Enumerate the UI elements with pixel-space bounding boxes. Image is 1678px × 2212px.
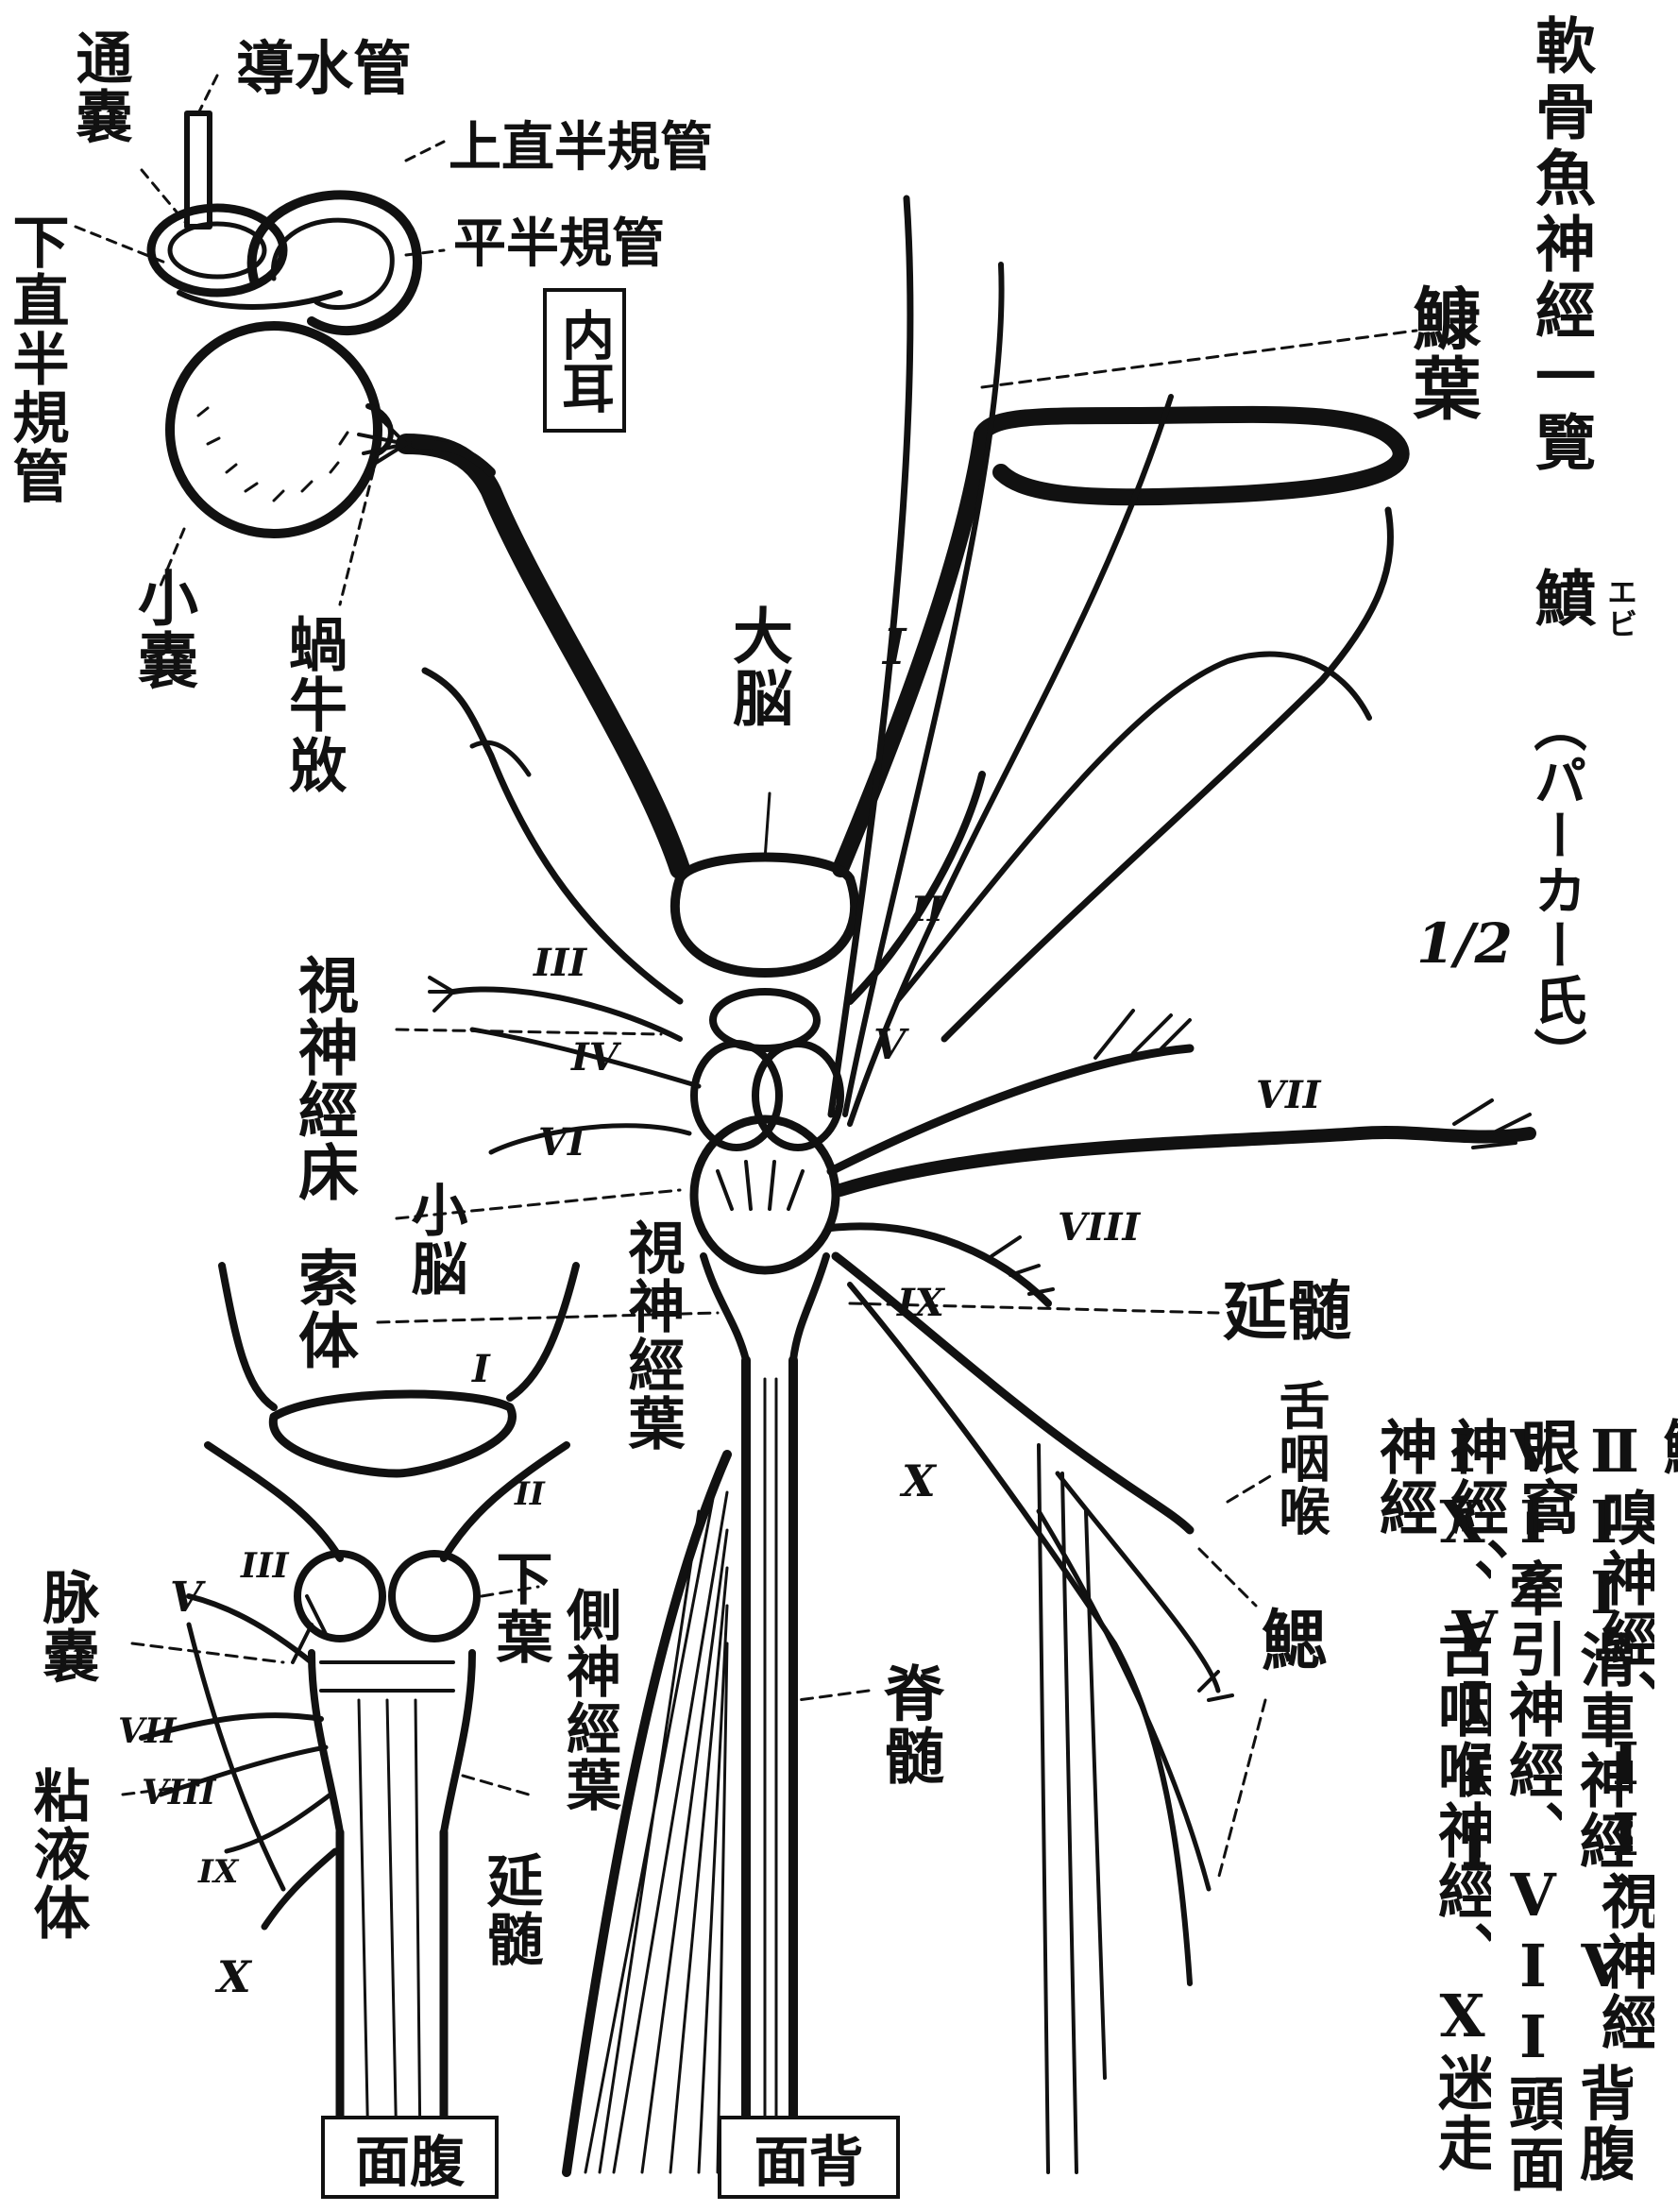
horizontal-canal-label: 平半規管 [453,217,665,270]
dorsal-view-caption: 面背 [718,2116,900,2199]
nerve-label-III: III [534,944,586,982]
inner-ear-drawing [76,76,444,604]
inferior-lobe-label: 下葉 [491,1549,548,1666]
ventral-nerve-label-IX: IX [198,1856,238,1888]
nerve-label-VII: VII [1256,1077,1320,1115]
ventral-nerve-label-V: V [170,1577,202,1619]
sac-label: 通嚢 [71,28,127,145]
nerve-label-II: II [911,893,943,927]
ventral-view-caption: 面腹 [321,2116,499,2199]
nerve-label-VIII: VIII [1058,1209,1140,1247]
mucus-body-label: 粘液体 [28,1766,85,1942]
olfactory-lobe-label: 鱇葉 [1407,283,1475,423]
anterior-canal-label: 上直半規管 [449,121,713,174]
nerve-label-VI: VI [538,1124,585,1162]
ventral-medulla-label: 延髄 [482,1851,538,1968]
saccule-label: 小嚢 [132,567,193,691]
ventral-nerve-label-X: X [217,1955,251,1999]
restiform-body-label: 索体 [293,1247,353,1371]
medulla-label: 延髄 [1223,1280,1351,1344]
inner-ear-box-label: 内耳 [543,288,626,433]
ventral-nerve-label-I: I [472,1351,490,1388]
lateral-lobe-label: 側神經葉 [562,1587,617,1813]
nerve-label-X: X [902,1459,936,1503]
species-ruby: エビ [1605,576,1636,640]
gills-label: 鰓 [1256,1606,1322,1674]
scale-label: 1/2 [1416,916,1513,971]
optic-thalamus-label: 視神經床 [293,954,353,1203]
posterior-canal-label: 下直半規管 [8,213,64,505]
choroid-plexus-label: 脉嚢 [38,1568,94,1685]
cerebellum-label: 小脳 [406,1181,463,1298]
ventral-nerve-label-III: III [241,1549,289,1583]
endolymph-duct-label: 導水管 [236,40,412,98]
source-label: （パーカー氏） [1530,699,1583,1082]
ventral-nerve-label-VII: VII [118,1714,177,1748]
page-title: 軟骨魚神經一覽 [1530,14,1590,477]
nerve-label-IV: IV [571,1039,619,1077]
legend-column-4: I嗅神經、II視神經 [1596,1417,1654,2210]
spinal-cord-label: 脊髄 [878,1662,939,1787]
ventral-nerve-label-II: II [515,1478,545,1510]
nerve-label-I: I [883,623,906,672]
ventral-nerve-label-VIII: VIII [142,1776,215,1810]
glossopharyngeal-label: 舌咽喉 [1275,1379,1326,1538]
optic-lobe-label: 視神經葉 [623,1218,680,1453]
nerve-label-IX: IX [897,1285,944,1322]
legend-column-5: 鰓 [1657,1417,1678,1606]
species-label: 鱝 [1530,567,1590,629]
nerve-label-V: V [873,1025,906,1066]
cerebrum-label: 大脳 [727,604,788,729]
ventral-brain-drawing [123,1266,576,2153]
cochlea-label: 蝸牛敚 [283,614,342,795]
